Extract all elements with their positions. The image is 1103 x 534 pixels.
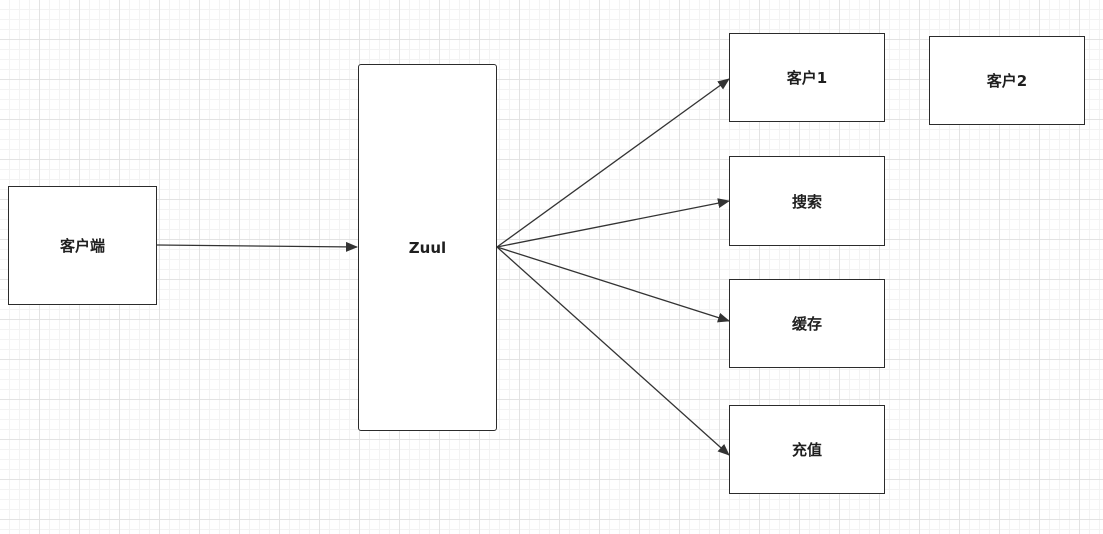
cache-label: 缓存 [791, 315, 822, 333]
customer2-node[interactable]: 客户2 [929, 36, 1085, 125]
recharge-node[interactable]: 充值 [729, 405, 885, 494]
edge-zuul-to-recharge[interactable] [496, 246, 730, 456]
client-node[interactable]: 客户端 [8, 186, 157, 305]
edge-zuul-to-search[interactable] [496, 198, 730, 248]
recharge-label: 充值 [791, 441, 822, 459]
edge-zuul-to-cache[interactable] [496, 246, 730, 323]
cache-node[interactable]: 缓存 [729, 279, 885, 368]
search-node[interactable]: 搜索 [729, 156, 885, 246]
edge-client-to-zuul[interactable] [156, 241, 358, 252]
client-label: 客户端 [59, 237, 105, 255]
customer2-label: 客户2 [986, 72, 1028, 90]
zuul-label: Zuul [408, 238, 447, 257]
customer1-node[interactable]: 客户1 [729, 33, 885, 122]
customer1-label: 客户1 [786, 69, 828, 87]
edge-zuul-to-customer1[interactable] [496, 78, 730, 248]
zuul-gateway-node[interactable]: Zuul [358, 64, 497, 431]
search-label: 搜索 [791, 192, 822, 211]
